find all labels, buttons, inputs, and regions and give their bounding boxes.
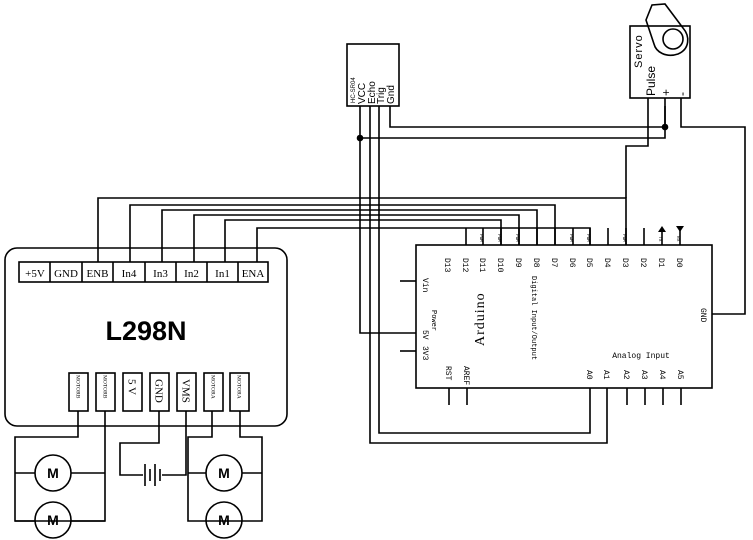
motor-symbol	[34, 501, 72, 539]
rx-label: RX	[675, 236, 681, 242]
servo-horn	[645, 3, 689, 57]
arduino-pin-d6: D6	[567, 258, 576, 268]
tx-label: TX	[657, 236, 663, 242]
arduino-pin-a5: A5	[675, 370, 684, 380]
arduino-pin-3v3: 3V3	[420, 346, 429, 361]
arduino-pin-rst: RST	[443, 366, 452, 381]
arduino-pin-d7: D7	[549, 258, 558, 268]
arduino-pin-a1: A1	[601, 370, 610, 380]
arduino-labels: D13 D12 D11 D10 D9 D8 D7 D6 D5 D4 D3 D2 D1 D0 PWM PWM PW…	[420, 234, 707, 385]
arduino-pin-d3: D3	[620, 258, 629, 268]
terminal-label: MOTORB	[102, 375, 108, 399]
motor-symbol	[205, 501, 243, 539]
pwm-label: PWM	[621, 234, 627, 242]
pwm-label: PWM	[514, 234, 520, 242]
rx-arrow-icon	[676, 226, 684, 232]
motor-label: M	[218, 465, 230, 481]
arduino-pin-d8: D8	[531, 258, 540, 268]
l298n-pin-ena: ENA	[242, 268, 265, 280]
servo-pin-minus: -	[675, 92, 689, 96]
arduino-pin-d11: D11	[477, 258, 486, 273]
arduino-pin-vin: Vin	[420, 278, 429, 293]
arduino-pin-5v: 5V	[420, 330, 429, 340]
control-wires	[97, 197, 627, 262]
l298n-pin-in4: In4	[122, 268, 137, 280]
pwm-label: PWM	[585, 234, 591, 242]
l298n-pin-enb: ENB	[87, 268, 109, 280]
motor-symbol	[34, 454, 72, 492]
pwm-label: PWM	[568, 234, 574, 242]
hcsr04-wires	[356, 106, 666, 444]
battery-circuit	[119, 411, 187, 486]
arduino-board	[415, 244, 713, 389]
arduino-pin-d13: D13	[442, 258, 451, 273]
l298n-board	[4, 247, 288, 427]
terminal-5v	[122, 372, 143, 412]
hcsr04-name: HC-SR04	[351, 77, 357, 103]
terminal-label: 5 V	[126, 379, 138, 395]
servo-pin-pulse: Pulse	[644, 66, 658, 96]
terminal-motora-1	[203, 372, 224, 412]
arduino-pin-gnd: GND	[698, 308, 707, 323]
terminal-label: GND	[153, 379, 165, 403]
servo-body	[629, 25, 691, 99]
pwm-label: PWM	[478, 234, 484, 242]
l298n-pin-header	[18, 261, 269, 283]
terminal-label: MOTORB	[75, 375, 81, 399]
arduino-pin-d0: D0	[674, 258, 683, 268]
hcsr04-pin-trig: Trig	[376, 87, 387, 104]
arduino-pin-d2: D2	[638, 258, 647, 268]
terminal-label: VMS	[180, 379, 192, 403]
hcsr04-module	[346, 43, 400, 107]
arduino-pin-a2: A2	[621, 370, 630, 380]
l298n-pin-in3: In3	[153, 268, 168, 280]
digital-io-header: Digital Input/Output	[529, 276, 537, 360]
arduino-pin-a3: A3	[639, 370, 648, 380]
motor-label: M	[47, 512, 59, 528]
l298n-pin-in1: In1	[215, 268, 230, 280]
motor-label: M	[47, 465, 59, 481]
arduino-left-stubs	[400, 280, 416, 352]
servo-wires	[360, 98, 746, 315]
arduino-name: Arduino	[473, 292, 488, 346]
motor-label: M	[218, 512, 230, 528]
l298n-title: L298N	[105, 316, 186, 346]
l298n-terminal-labels: MOTORB MOTORB 5 V GND VMS MOTORA MOTORA	[75, 375, 242, 403]
motor-a-circuit	[187, 411, 263, 539]
servo-pin-plus: +	[659, 89, 673, 96]
arduino-pin-d5: D5	[584, 258, 593, 268]
arduino-pin-aref: AREF	[461, 366, 470, 385]
hcsr04-pin-gnd: Gnd	[386, 85, 397, 104]
motor-symbol	[205, 454, 243, 492]
terminal-label: MOTORA	[210, 375, 216, 399]
arduino-pin-d9: D9	[513, 258, 522, 268]
arduino-pin-a0: A0	[584, 370, 593, 380]
arduino-pin-d1: D1	[656, 258, 665, 268]
analog-input-header: Analog Input	[612, 352, 670, 361]
arduino-pin-d4: D4	[602, 258, 611, 268]
hcsr04-pin-vcc: VCC	[357, 83, 368, 104]
servo-name: Servo	[633, 34, 645, 68]
l298n-pin-in2: In2	[184, 268, 199, 280]
arduino-pin-a4: A4	[657, 370, 666, 380]
l298n-pin-dividers	[49, 262, 239, 282]
motor-b-circuit	[14, 411, 106, 539]
arduino-pin-d12: D12	[460, 258, 469, 273]
l298n-pin-5v: +5V	[25, 268, 45, 280]
arduino-pin-d10: D10	[495, 258, 504, 273]
terminal-label: MOTORA	[236, 375, 242, 399]
l298n-pin-gnd: GND	[54, 268, 78, 280]
power-label: Power	[429, 310, 437, 331]
tx-arrow-icon	[658, 226, 666, 232]
hcsr04-pin-echo: Echo	[367, 81, 378, 104]
pwm-label: PWM	[496, 234, 502, 242]
arduino-bottom-stubs	[448, 388, 682, 405]
